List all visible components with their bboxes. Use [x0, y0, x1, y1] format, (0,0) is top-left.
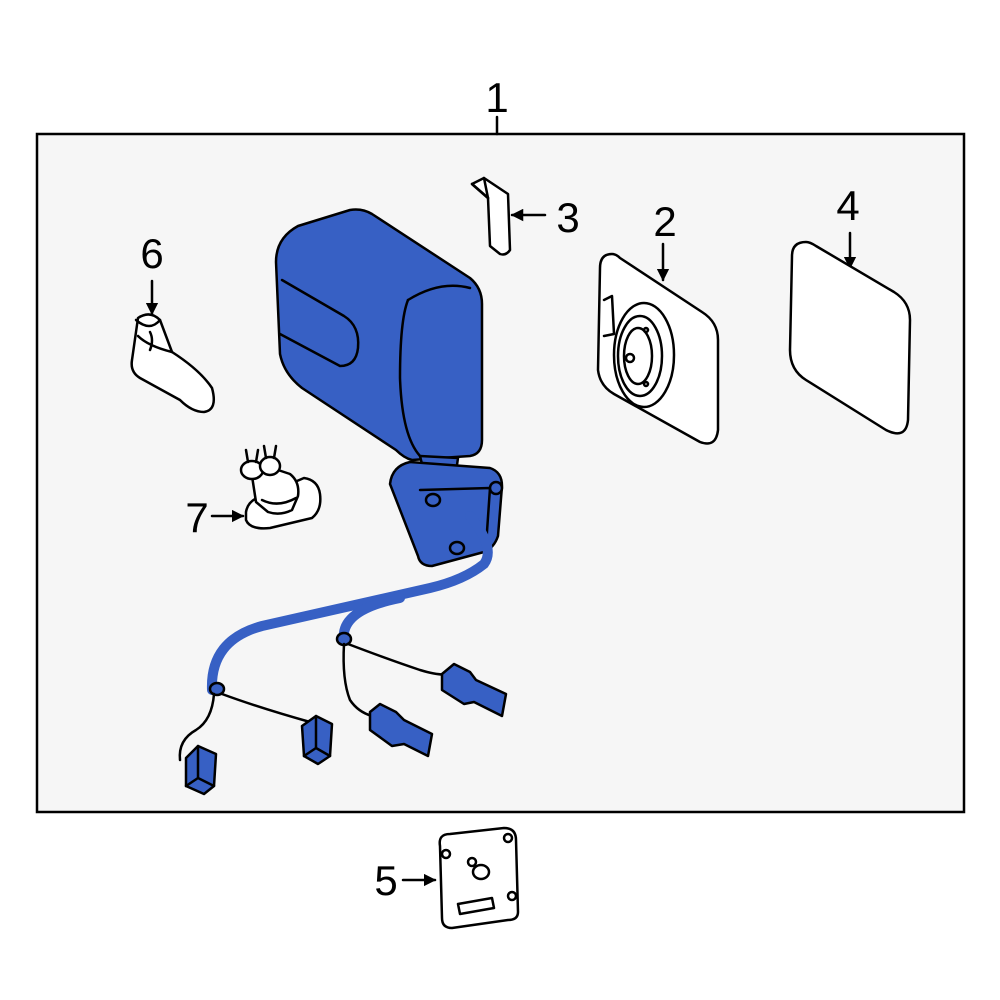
- part-6-cover: [130, 313, 215, 414]
- callout-7-label: 7: [185, 494, 208, 541]
- callout-1-label: 1: [485, 74, 508, 121]
- part-2-glass-motor: [596, 252, 720, 445]
- part-5-gasket: [438, 826, 520, 930]
- callout-6-label: 6: [140, 230, 163, 277]
- part-1-mirror-assembly: [178, 208, 508, 796]
- callout-5-label: 5: [374, 857, 397, 904]
- callout-4-label: 4: [836, 182, 859, 229]
- part-3-bracket: [470, 176, 512, 256]
- part-7-socket: [239, 444, 322, 530]
- part-4-glass: [788, 240, 912, 435]
- callout-3-label: 3: [556, 194, 579, 241]
- callout-2-label: 2: [653, 198, 676, 245]
